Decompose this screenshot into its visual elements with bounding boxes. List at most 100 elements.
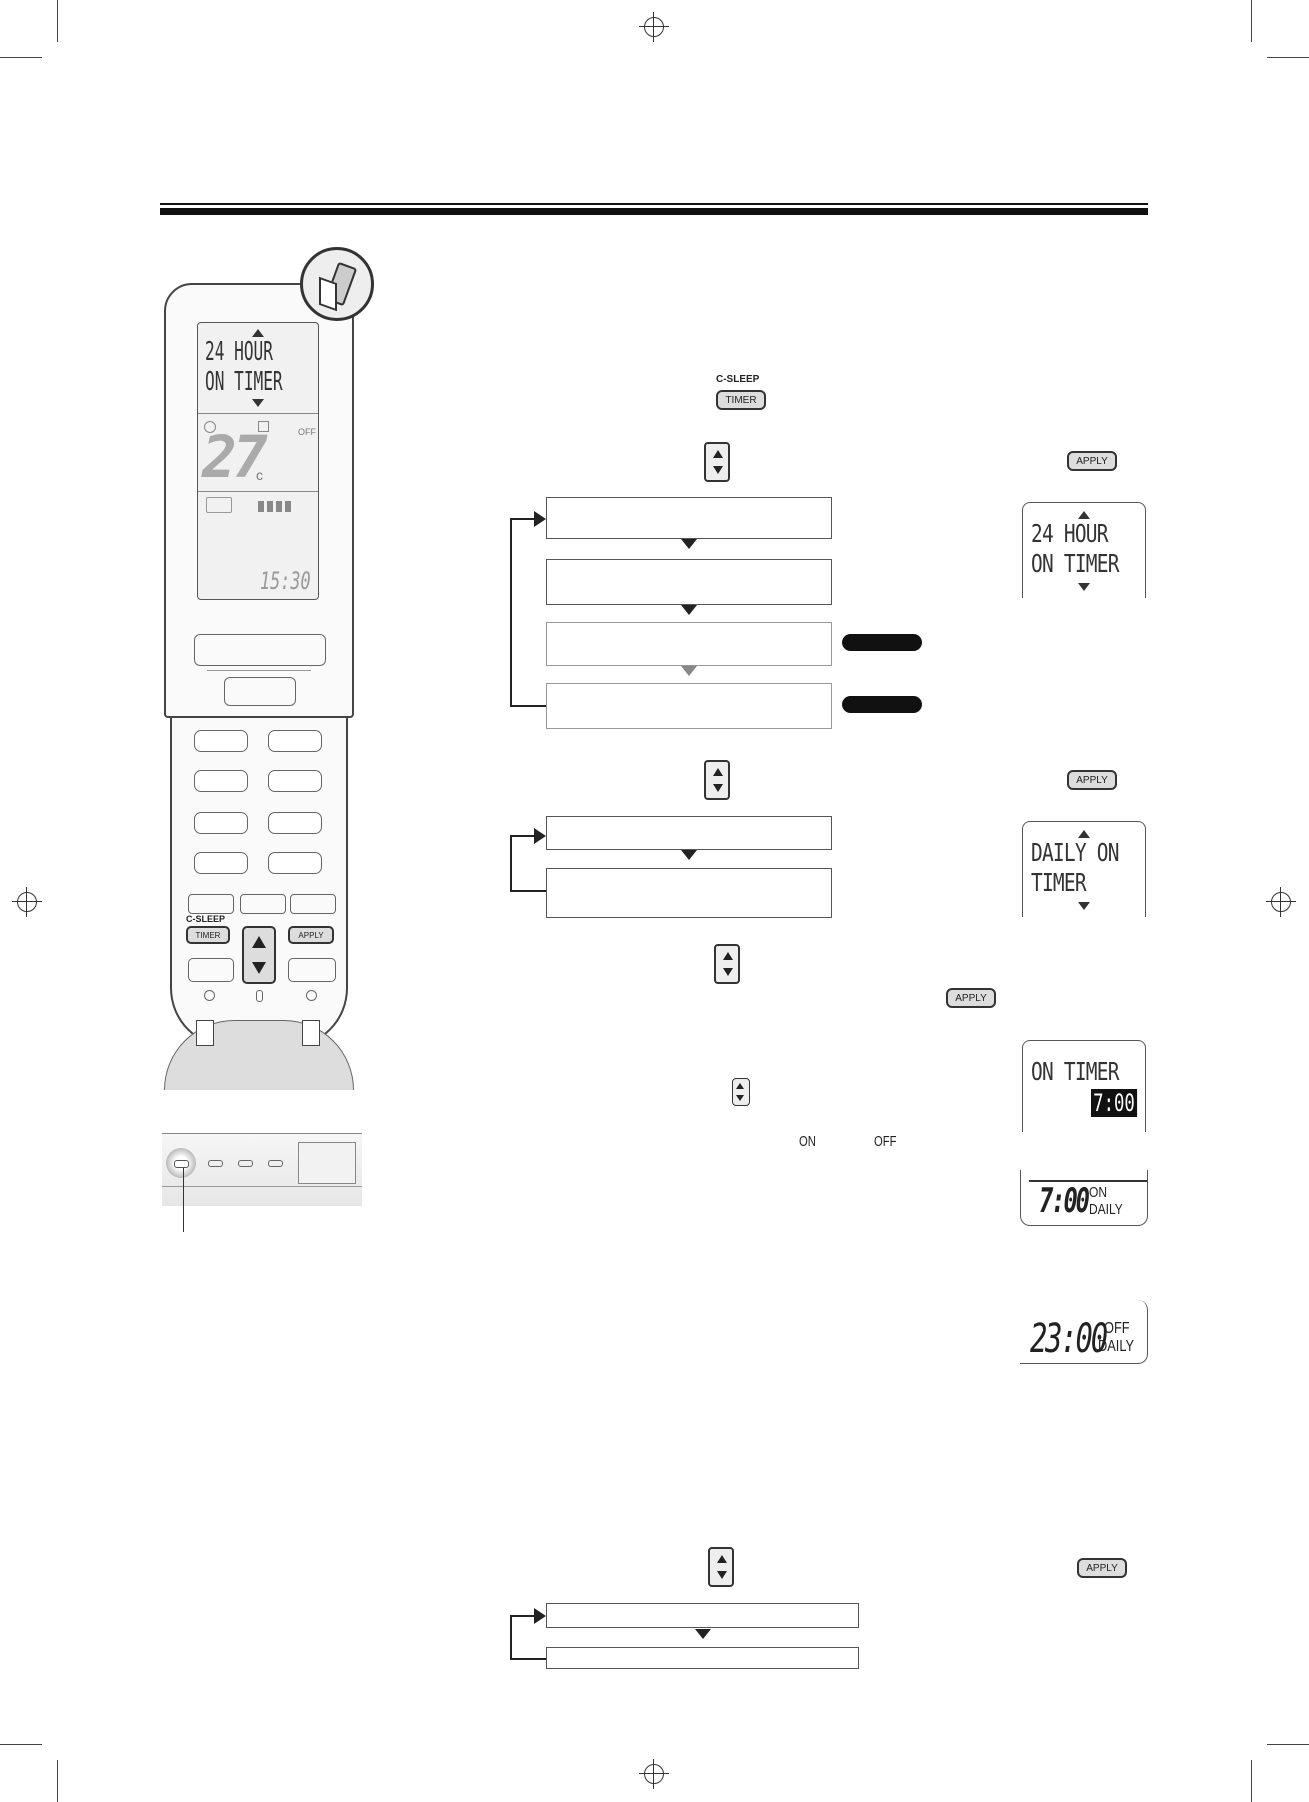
readout-top-line	[1029, 1180, 1147, 1182]
crop-mark	[0, 57, 42, 58]
remote-timer-button[interactable]: TIMER	[186, 926, 230, 944]
readout-period: DAILY	[1089, 1201, 1123, 1218]
readout-period: DAILY	[1098, 1338, 1135, 1355]
step1-csleep-label: C-SLEEP	[716, 374, 760, 385]
indicator-lamp	[238, 1160, 253, 1167]
step1-timer-button[interactable]: TIMER	[716, 390, 766, 410]
remote-lcd: 24 HOUR ON TIMER OFF 27 c 15:30	[197, 322, 319, 600]
remote-button-small[interactable]	[188, 894, 234, 914]
remote-apply-button[interactable]: APPLY	[288, 926, 334, 944]
remote-holder	[164, 1020, 354, 1090]
remote-button[interactable]	[194, 770, 248, 792]
step4-on-label: ON	[799, 1133, 816, 1150]
step2-loop-bracket	[510, 518, 512, 706]
remote-indicator	[306, 990, 317, 1001]
crop-mark	[1267, 1744, 1309, 1745]
lcd-up-arrow	[252, 329, 264, 337]
step2-loop-bracket	[510, 518, 536, 520]
panel-line1: DAILY ON	[1031, 838, 1119, 867]
indoor-unit-panel	[162, 1133, 362, 1206]
remote-indicator	[256, 990, 263, 1002]
indicator-lamp	[208, 1160, 223, 1167]
step2-flow-arrow	[681, 539, 697, 549]
remote-holder-clip	[302, 1020, 320, 1046]
step4-updown-button[interactable]	[714, 944, 740, 984]
remote-slot-small	[224, 677, 296, 706]
remote-slot-line	[207, 670, 311, 671]
step5-updown-button[interactable]	[708, 1547, 734, 1587]
lcd-mode-icon	[204, 421, 216, 433]
step3-loop-bracket	[510, 890, 546, 892]
step3-flow-arrow	[681, 850, 697, 860]
readout-mode: ON	[1089, 1184, 1107, 1201]
flip-cover-icon	[300, 247, 374, 321]
remote-indicator	[204, 990, 215, 1001]
step2-note-tag	[842, 634, 922, 651]
lcd-temperature: 27	[202, 423, 268, 491]
step4-display-panel: ON TIMER 7:00	[1022, 1040, 1146, 1132]
step3-apply-button[interactable]: APPLY	[1067, 770, 1117, 790]
panel-line1: ON TIMER	[1031, 1057, 1119, 1086]
step4-apply-button[interactable]: APPLY	[946, 988, 996, 1008]
crop-mark	[57, 1760, 58, 1802]
step2-loop-arrowhead	[534, 511, 546, 527]
remote-button-small[interactable]	[240, 894, 286, 914]
step5-apply-button[interactable]: APPLY	[1077, 1558, 1127, 1578]
panel-up-arrow	[1078, 830, 1090, 838]
step3-display-panel: DAILY ON TIMER	[1022, 821, 1146, 917]
remote-button[interactable]	[268, 730, 322, 752]
panel-down-arrow	[1078, 583, 1090, 591]
up-arrow-icon	[252, 936, 266, 948]
step2-menu-item-2	[546, 559, 832, 605]
step2-note-tag	[842, 696, 922, 713]
step5-menu-item-2	[546, 1647, 859, 1669]
registration-mark-bottom	[639, 1759, 669, 1789]
remote-csleep-label: C-SLEEP	[186, 914, 226, 924]
remote-button[interactable]	[268, 852, 322, 874]
step2-menu-item-4	[546, 683, 832, 729]
registration-mark-left	[12, 887, 42, 917]
lcd-unit: c	[256, 467, 263, 483]
remote-button[interactable]	[268, 812, 322, 834]
step4-off-label: OFF	[874, 1133, 897, 1150]
down-arrow-icon	[252, 962, 266, 974]
lcd-swing-icon	[206, 497, 232, 513]
step2-display-panel: 24 HOUR ON TIMER	[1022, 502, 1146, 598]
step3-updown-button[interactable]	[704, 760, 730, 800]
crop-mark	[0, 1744, 42, 1745]
step2-menu-item-3	[546, 622, 832, 666]
panel-line1: 24 HOUR	[1031, 519, 1109, 548]
readout-time: 23:00	[1030, 1316, 1108, 1362]
remote-button[interactable]	[194, 852, 248, 874]
remote-button[interactable]	[268, 770, 322, 792]
panel-up-arrow	[1078, 511, 1090, 519]
remote-button-small[interactable]	[188, 958, 234, 982]
remote-button[interactable]	[194, 812, 248, 834]
remote-button-small[interactable]	[290, 894, 336, 914]
step2-flow-arrow	[681, 666, 697, 676]
step5-loop-bracket	[510, 1658, 546, 1660]
crop-mark	[57, 0, 58, 42]
panel-down-arrow	[1078, 902, 1090, 910]
crop-mark	[1251, 1760, 1252, 1802]
receiver-window	[298, 1142, 356, 1184]
readout-mode: OFF	[1104, 1320, 1130, 1337]
header-rule-thin	[160, 203, 1148, 205]
header-rule-thick	[160, 208, 1148, 215]
lcd-divider	[198, 413, 318, 414]
remote-slot	[194, 634, 326, 666]
remote-button[interactable]	[194, 730, 248, 752]
remote-button-small[interactable]	[288, 958, 336, 982]
crop-mark	[1251, 0, 1252, 42]
remote-holder-clip	[196, 1020, 214, 1046]
remote-updown-button[interactable]	[242, 926, 276, 984]
panel-time-highlight: 7:00	[1091, 1089, 1137, 1117]
step5-loop-bracket	[510, 1615, 536, 1617]
step3-loop-arrowhead	[534, 828, 546, 844]
step2-updown-button[interactable]	[704, 442, 730, 482]
step5-loop-bracket	[510, 1615, 512, 1659]
lcd-flag-icon	[258, 421, 269, 432]
step2-loop-bracket	[510, 705, 546, 707]
step2-apply-button[interactable]: APPLY	[1067, 451, 1117, 471]
step5-flow-arrow	[695, 1629, 711, 1639]
